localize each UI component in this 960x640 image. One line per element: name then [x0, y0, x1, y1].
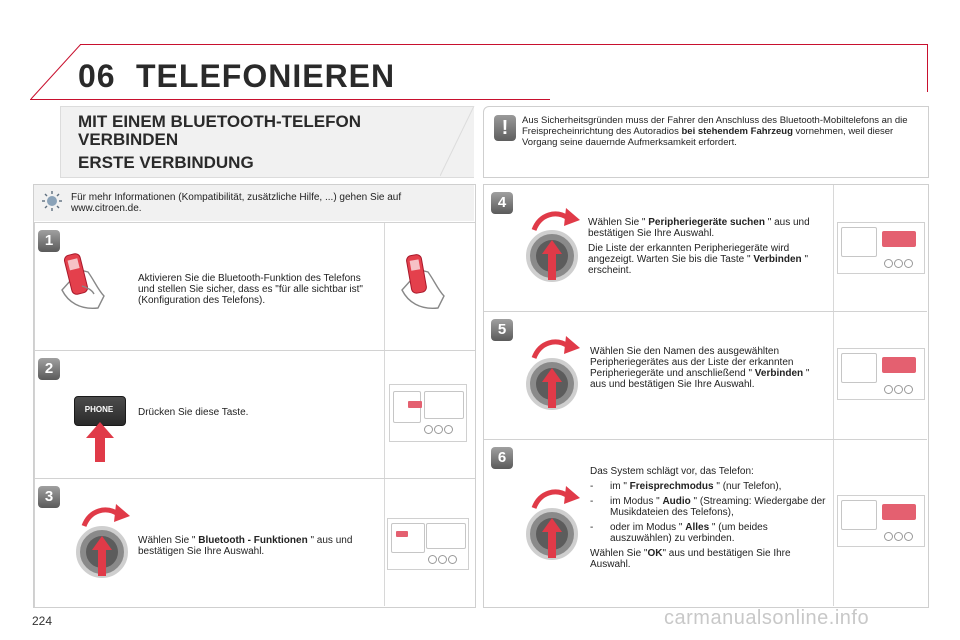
radio-panel-thumb	[837, 348, 925, 400]
step-2-text: Drücken Sie diese Taste.	[138, 407, 249, 418]
radio-panel-thumb	[387, 518, 469, 570]
step-6-box	[484, 439, 927, 607]
step-5-box	[484, 311, 927, 440]
step-5-divider	[833, 312, 834, 439]
header-rule-horizontal	[80, 44, 928, 45]
info-row	[34, 185, 474, 221]
chapter-number: 06	[78, 58, 116, 94]
rotary-knob-icon	[76, 504, 130, 578]
step-3-divider	[384, 479, 385, 606]
step-2-badge: 2	[38, 358, 60, 380]
step-1-text: Aktivieren Sie die Bluetooth-Funktion de…	[138, 273, 363, 306]
lightbulb-icon	[42, 191, 62, 211]
step-6-badge: 6	[491, 447, 513, 469]
list-dash: -	[590, 522, 594, 533]
radio-panel-thumb	[837, 495, 925, 547]
header-rule-vertical	[927, 44, 928, 92]
page-number: 224	[32, 614, 53, 628]
chapter-title: TELEFONIEREN	[136, 58, 396, 94]
warning-text: Aus Sicherheitsgründen muss der Fahrer d…	[522, 115, 908, 148]
step-4-divider	[833, 185, 834, 311]
warning-box	[483, 106, 929, 178]
section-title-box-edge	[440, 106, 475, 177]
header-underline	[30, 99, 550, 100]
hand-phone-icon	[61, 253, 105, 309]
step-6-text: Das System schlägt vor, das Telefon: -im…	[590, 466, 826, 570]
step-4-badge: 4	[491, 192, 513, 214]
hand-phone-icon	[401, 254, 445, 309]
phone-button-label: PHONE	[84, 405, 114, 414]
step-1-box	[34, 222, 475, 351]
step-5-text: Wählen Sie den Namen des ausgewählten Pe…	[590, 346, 810, 390]
header-corner-line	[30, 44, 82, 100]
step-3-text: Wählen Sie " Bluetooth - Funktionen " au…	[138, 535, 353, 557]
step-3-badge: 3	[38, 486, 60, 508]
radio-panel-thumb	[389, 384, 467, 442]
step-4-text: Wählen Sie " Peripheriegeräte suchen " a…	[588, 217, 810, 276]
radio-panel-thumb	[837, 222, 925, 274]
step-3-box	[34, 478, 475, 607]
step-1-badge: 1	[38, 230, 60, 252]
watermark: carmanualsonline.info	[664, 607, 870, 629]
section-title-box	[60, 106, 474, 178]
list-dash: -	[590, 496, 594, 507]
step-5-badge: 5	[491, 319, 513, 341]
phone-button-icon	[74, 396, 126, 426]
exclamation-icon: !	[494, 115, 516, 141]
rotary-knob-icon	[526, 336, 580, 410]
step-2-box	[34, 350, 475, 479]
step-2-divider	[384, 351, 385, 478]
arrow-up-icon	[86, 422, 114, 462]
list-dash: -	[590, 481, 594, 492]
step-1-divider	[384, 223, 385, 350]
step-6-intro: Das System schlägt vor, das Telefon:	[590, 466, 754, 477]
section-title: MIT EINEM BLUETOOTH-TELEFON VERBINDEN	[78, 112, 362, 149]
info-text: Für mehr Informationen (Kompatibilität, …	[71, 192, 402, 214]
section-subtitle: ERSTE VERBINDUNG	[78, 153, 254, 172]
rotary-knob-icon	[526, 486, 580, 560]
step-6-divider	[833, 440, 834, 606]
rotary-knob-icon	[526, 208, 580, 282]
